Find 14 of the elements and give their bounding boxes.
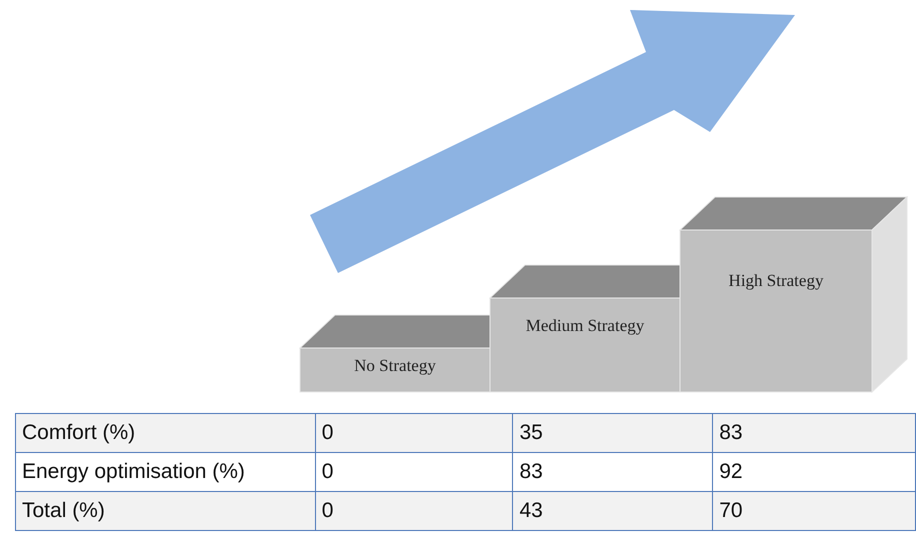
table-cell: 0 [315,414,513,452]
step-block [298,314,490,392]
step-label: High Strategy [728,271,824,290]
step-block [488,264,680,392]
table-cell: 0 [315,492,513,530]
table-cell: 70 [712,492,916,530]
table-cell: Comfort (%) [16,414,316,452]
table-cell: Total (%) [16,492,316,530]
table-cell: 43 [512,492,713,530]
step-block [678,196,908,394]
table-cell: 35 [512,414,713,452]
step-label: No Strategy [354,356,436,375]
table-cell: 83 [712,414,916,452]
step-label: Medium Strategy [526,316,644,335]
